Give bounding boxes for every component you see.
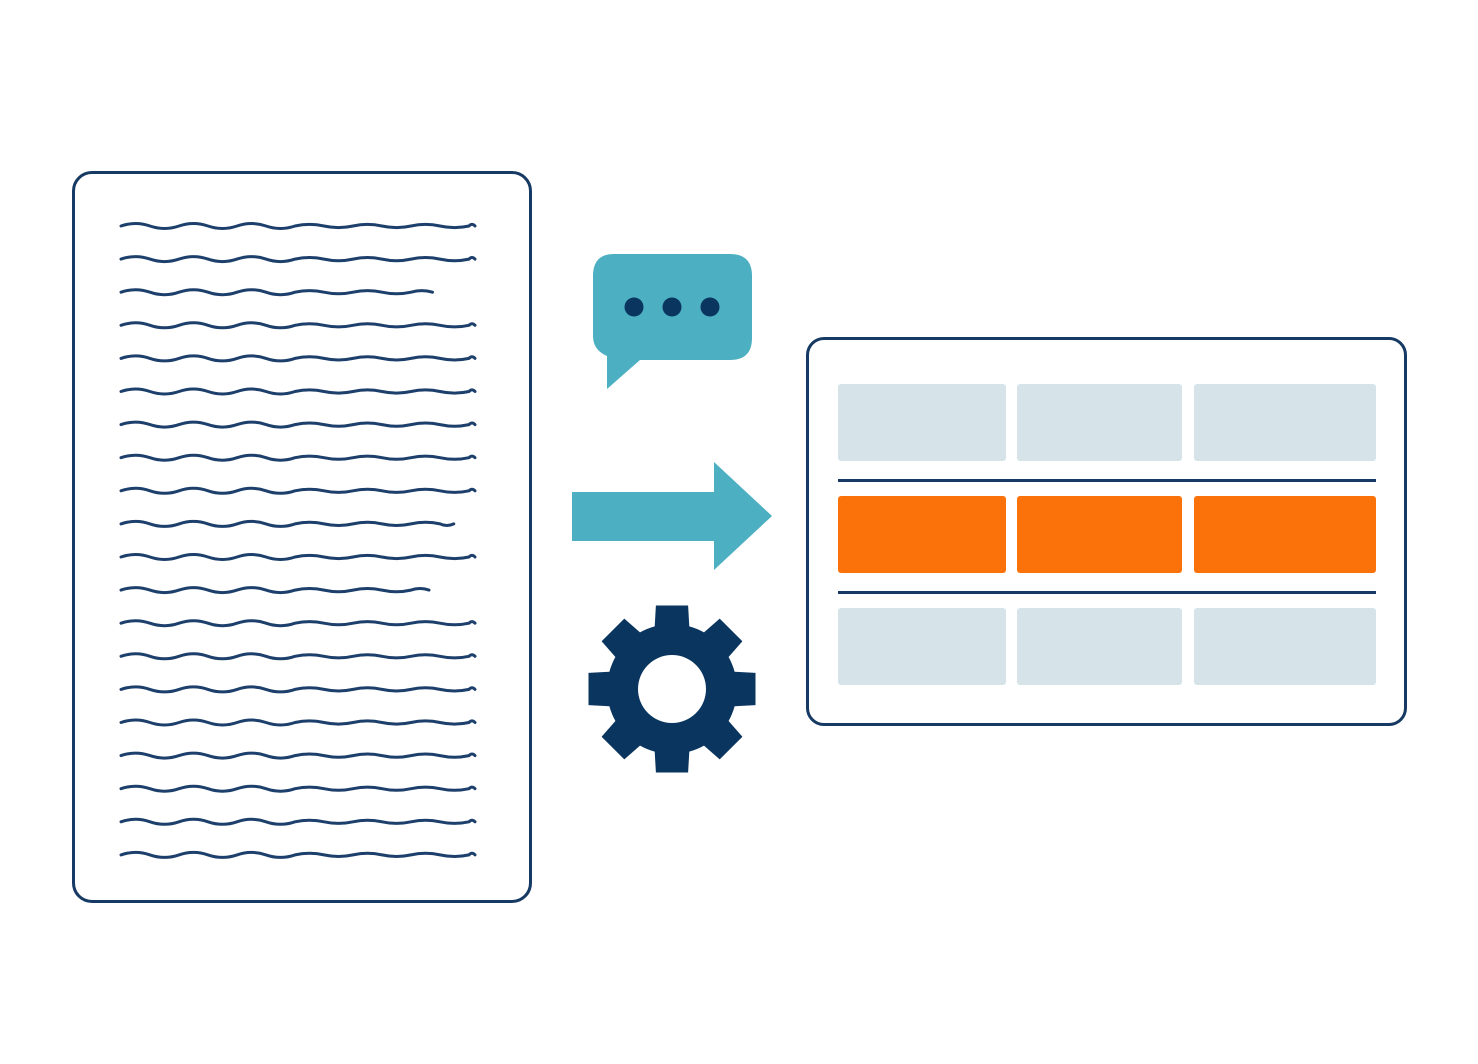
text-line [119, 619, 477, 628]
chat-dot-1 [624, 297, 644, 317]
text-line [119, 321, 477, 330]
table-cell-highlighted [838, 496, 1006, 573]
text-line [119, 751, 477, 760]
text-line [119, 519, 456, 528]
text-line [119, 288, 434, 297]
text-line [119, 354, 477, 363]
text-line [119, 486, 477, 495]
text-line [119, 255, 477, 264]
table-cell [838, 384, 1006, 461]
text-line [119, 850, 477, 859]
arrow-right-icon [572, 462, 772, 570]
text-line [119, 784, 477, 793]
source-document [72, 171, 532, 903]
text-line [119, 453, 477, 462]
table-cell-highlighted [1194, 496, 1376, 573]
chat-bubble-icon [593, 254, 752, 389]
text-line [119, 420, 477, 429]
structured-table [806, 337, 1407, 726]
table-cell [1017, 608, 1182, 685]
table-cell [1194, 384, 1376, 461]
chat-dot-2 [662, 297, 682, 317]
gear-hole [638, 655, 706, 723]
table-cell-highlighted [1017, 496, 1182, 573]
table-row-divider [838, 479, 1376, 482]
gear-icon [588, 605, 756, 773]
text-line [119, 817, 477, 826]
text-line [119, 222, 477, 230]
text-line [119, 718, 477, 727]
table-row-divider [838, 591, 1376, 594]
table-cell [838, 608, 1006, 685]
text-line [119, 387, 477, 396]
document-text-icon [119, 222, 477, 859]
chat-dot-3 [700, 297, 720, 317]
table-cell [1017, 384, 1182, 461]
text-line [119, 685, 477, 694]
text-line [119, 586, 431, 595]
gear-body [588, 605, 756, 773]
text-line [119, 553, 477, 561]
table-cell [1194, 608, 1376, 685]
text-line [119, 652, 477, 661]
